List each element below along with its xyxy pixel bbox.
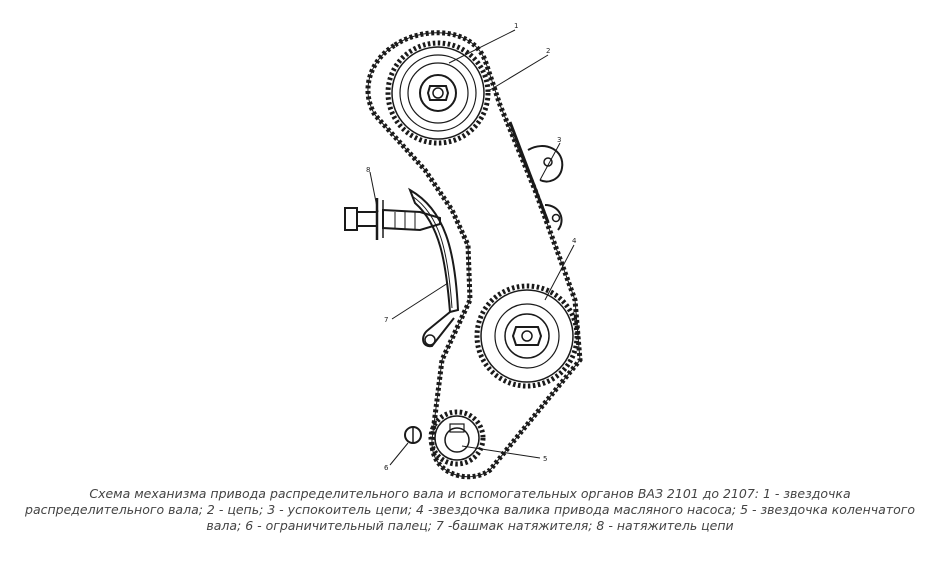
label-8: 8 — [366, 166, 370, 174]
oil-pump-sprocket — [474, 283, 580, 389]
label-3: 3 — [557, 136, 561, 144]
caption-line-1: Схема механизма привода распределительно… — [89, 486, 851, 501]
timing-drive-diagram: 1 2 3 4 5 6 7 8 — [344, 22, 583, 480]
timing-chain — [365, 30, 583, 480]
figure-caption: Схема механизма привода распределительно… — [0, 486, 940, 534]
caption-line-2: распределительного вала; 2 - цепь; 3 - у… — [25, 502, 915, 517]
caption-line-3: вала; 6 - ограничительный палец; 7 -башм… — [206, 518, 734, 533]
label-2: 2 — [546, 47, 550, 55]
label-4: 4 — [572, 237, 577, 245]
leader-lines — [369, 29, 575, 466]
label-1: 1 — [514, 22, 518, 30]
chain-damper — [508, 121, 564, 231]
chain-tensioner — [344, 198, 441, 240]
label-6: 6 — [384, 464, 389, 472]
crankshaft-sprocket — [428, 409, 486, 467]
tensioner-shoe — [408, 187, 460, 348]
camshaft-sprocket — [385, 40, 491, 146]
label-5: 5 — [543, 455, 547, 463]
label-7: 7 — [384, 316, 388, 324]
limiter-pin — [404, 426, 422, 444]
